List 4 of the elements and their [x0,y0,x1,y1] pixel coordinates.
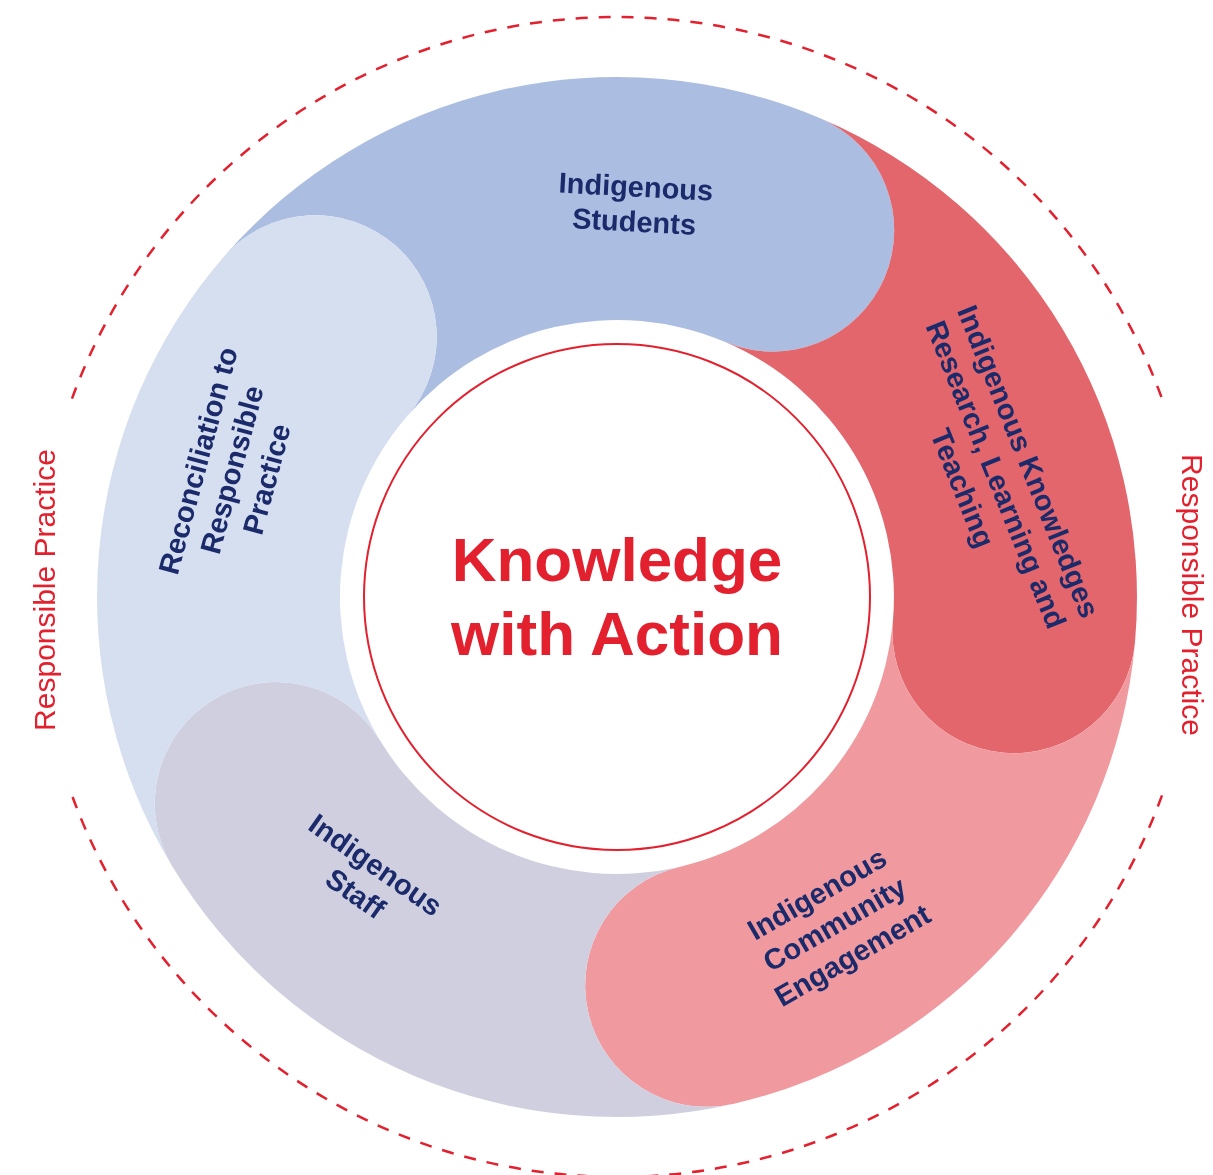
segment-label: Indigenous Students [556,165,715,244]
center-title: Knowledge with Action [450,523,784,670]
ring-label: Responsible Practice [26,449,62,731]
ring-label: Responsible Practice [1175,454,1211,736]
